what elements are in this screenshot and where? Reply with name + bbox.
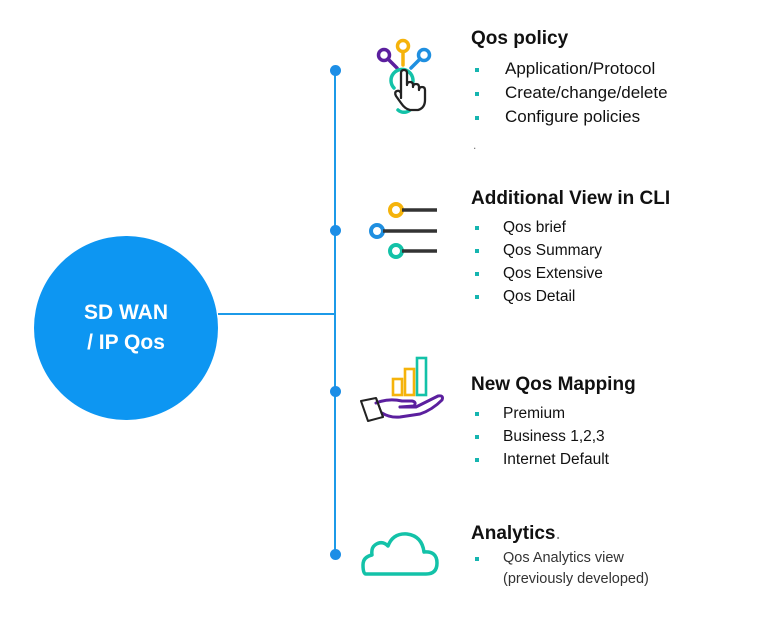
analytics-list: Qos Analytics view (previously developed… bbox=[475, 548, 649, 590]
hub-label-line2: / IP Qos bbox=[87, 331, 165, 354]
timeline-dot-4 bbox=[330, 549, 341, 560]
list-item: Create/change/delete bbox=[475, 81, 668, 105]
cloud-icon bbox=[361, 532, 439, 576]
qos-mapping-list: Premium Business 1,2,3 Internet Default bbox=[475, 402, 609, 471]
analytics-title-period: . bbox=[555, 523, 561, 544]
analytics-title-text: Analytics bbox=[471, 523, 556, 544]
list-item: Qos Extensive bbox=[475, 262, 603, 285]
stray-period: . bbox=[473, 138, 477, 152]
list-item: Business 1,2,3 bbox=[475, 425, 609, 448]
list-settings-icon bbox=[369, 202, 437, 259]
list-item: Premium bbox=[475, 402, 609, 425]
timeline-line bbox=[334, 70, 336, 555]
hub-circle: SD WAN / IP Qos bbox=[34, 236, 218, 420]
qos-policy-list: Application/Protocol Create/change/delet… bbox=[475, 57, 668, 129]
list-item: Qos brief bbox=[475, 216, 603, 239]
section-title-new-qos-mapping: New Qos Mapping bbox=[471, 374, 636, 395]
policy-keys-pointer-icon bbox=[376, 38, 432, 115]
section-title-analytics: Analytics. bbox=[471, 523, 561, 545]
timeline-dot-3 bbox=[330, 386, 341, 397]
section-title-qos-policy: Qos policy bbox=[471, 28, 569, 49]
list-item: Internet Default bbox=[475, 448, 609, 471]
section-title-additional-view: Additional View in CLI bbox=[471, 188, 671, 209]
hub-connector bbox=[218, 313, 335, 315]
hub-label-line1: SD WAN bbox=[84, 301, 168, 324]
hand-bar-chart-icon bbox=[360, 356, 444, 422]
list-item: Qos Detail bbox=[475, 285, 603, 308]
timeline-dot-2 bbox=[330, 225, 341, 236]
list-item: Configure policies bbox=[475, 105, 668, 129]
list-item: Qos Summary bbox=[475, 239, 603, 262]
additional-view-list: Qos brief Qos Summary Qos Extensive Qos … bbox=[475, 216, 603, 308]
timeline-dot-1 bbox=[330, 65, 341, 76]
list-item: Application/Protocol bbox=[475, 57, 668, 81]
list-item: Qos Analytics view (previously developed… bbox=[475, 548, 649, 590]
